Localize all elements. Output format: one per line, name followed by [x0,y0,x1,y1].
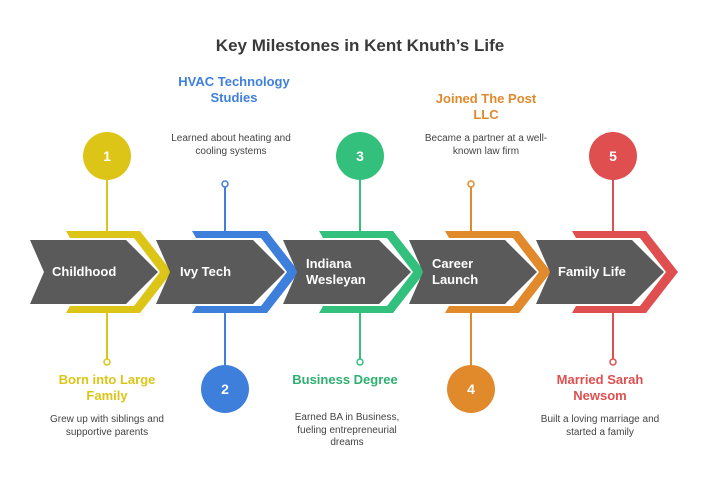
arrow-segment-1 [30,240,158,304]
milestone-title-1: Born into Large Family [58,372,156,403]
accent-chevron-2 [192,231,299,313]
milestone-desc-1: Grew up with siblings and supportive par… [50,414,164,438]
milestone-circle-5 [589,132,637,180]
milestone-number-4: 4 [467,381,475,397]
milestone-number-5: 5 [609,148,617,164]
accent-chevron-4 [445,231,551,313]
segment-label-ivy-tech: Ivy Tech [180,264,232,279]
milestone-number-1: 1 [103,148,111,164]
segment-label-childhood: Childhood [52,264,117,279]
milestone-desc-3: Earned BA in Business, fueling entrepren… [294,412,400,448]
milestone-circle-2 [201,365,249,413]
milestone-desc-4: Became a partner at a well-known law fir… [424,133,548,157]
accent-chevron-1 [66,231,172,313]
milestone-circle-1 [83,132,131,180]
milestone-number-3: 3 [356,148,364,164]
node-dot-4 [467,180,475,188]
node-dot-3 [356,358,364,366]
milestone-number-2: 2 [221,381,229,397]
milestone-circle-3 [336,132,384,180]
arrow-segment-3 [283,240,411,304]
accent-chevron-5 [572,231,678,313]
node-dot-2 [221,180,229,188]
segment-label-family-life: Family Life [558,264,626,279]
milestone-desc-2: Learned about heating and cooling system… [171,133,291,157]
arrow-segment-5 [536,240,664,304]
node-dot-5 [609,358,617,366]
milestone-title-3: Business Degree [292,372,398,387]
arrow-segment-2 [156,240,285,304]
milestone-title-2: HVAC Technology Studies [178,74,290,105]
segment-label-indiana-wesleyan: Indiana Wesleyan [306,256,366,287]
milestone-desc-5: Built a loving marriage and started a fa… [540,414,660,438]
page-title: Key Milestones in Kent Knuth’s Life [215,36,505,55]
accent-chevron-3 [319,231,425,313]
arrow-segment-4 [409,240,537,304]
milestone-circle-4 [447,365,495,413]
node-dot-1 [103,358,111,366]
milestone-title-4: Joined The Post LLC [435,91,537,122]
segment-label-career-launch: Career Launch [432,256,479,287]
milestone-title-5: Married Sarah Newsom [556,372,644,403]
